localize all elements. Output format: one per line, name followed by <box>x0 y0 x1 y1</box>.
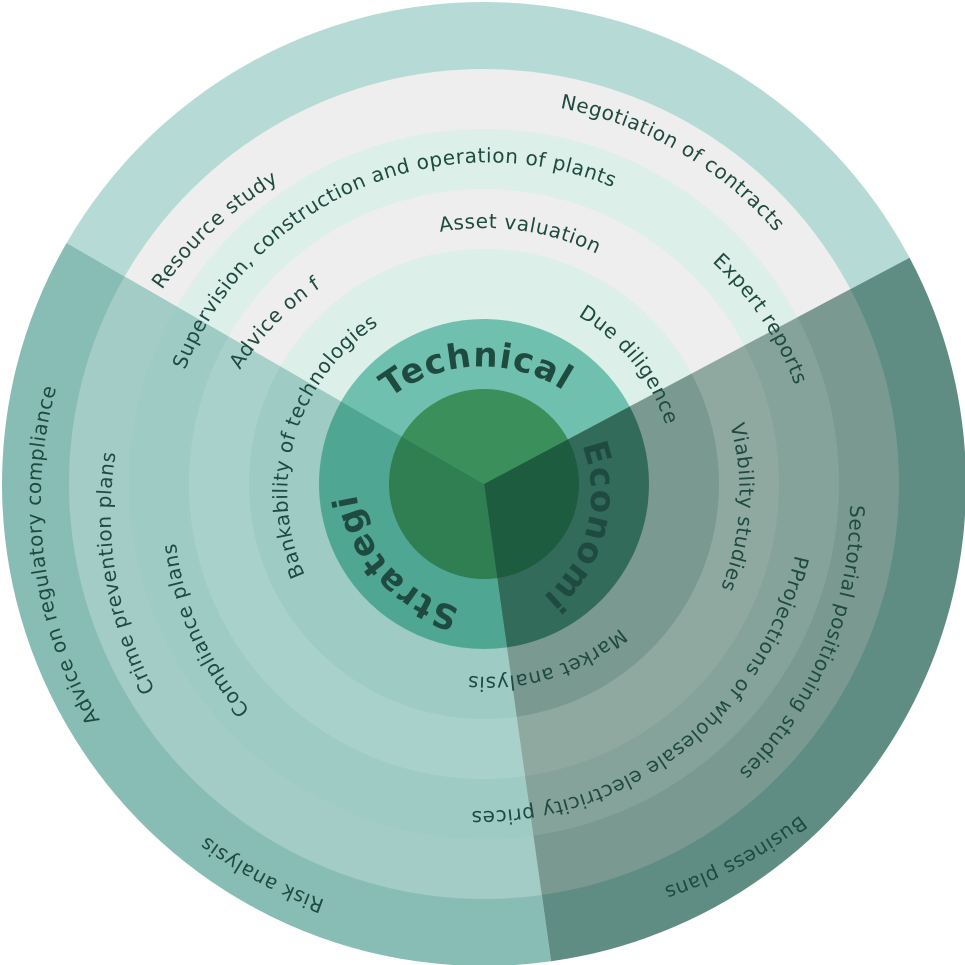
strategic-ring-6 <box>388 436 498 580</box>
economic-ring-6 <box>484 439 580 579</box>
technical-ring-6 <box>401 389 568 484</box>
